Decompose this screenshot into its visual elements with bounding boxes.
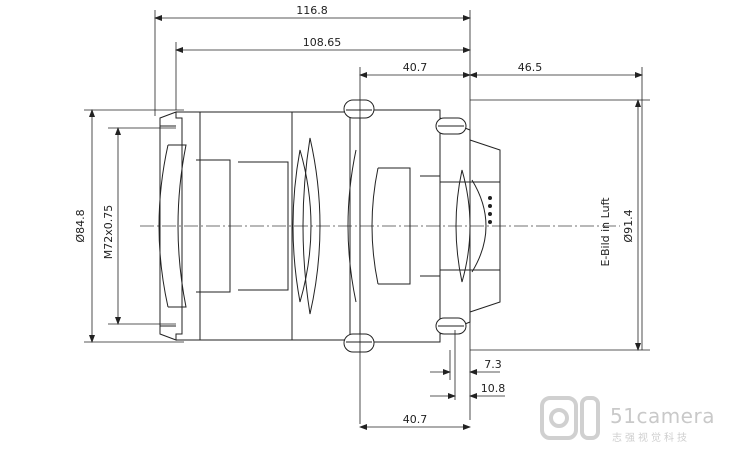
dim-flange-to-rear: 40.7 [403, 61, 428, 74]
dim-diameter-rear: Ø91.4 [622, 209, 635, 242]
dim-thread: M72x0.75 [102, 205, 115, 260]
watermark-logo: 51camera 志强视觉科技 [540, 396, 715, 444]
dim-overall-length: 116.8 [296, 4, 328, 17]
dim-bottom-flange: 40.7 [403, 413, 428, 426]
label-image-plane: E-Bild in Luft [599, 197, 612, 267]
watermark-tagline: 志强视觉科技 [612, 431, 690, 444]
dim-diameter-front: Ø84.8 [74, 209, 87, 242]
dim-rear-offset-a: 7.3 [484, 358, 502, 371]
dim-rear-to-image: 46.5 [518, 61, 543, 74]
contact-pins [488, 196, 492, 224]
barrel-knobs [343, 99, 467, 353]
dimension-labels: 116.8 108.65 40.7 46.5 7.3 10.8 40.7 Ø84… [74, 4, 635, 426]
watermark-brand: 51camera [610, 404, 715, 428]
lens-body [159, 103, 501, 349]
dim-body-length: 108.65 [303, 36, 342, 49]
dimension-lines [84, 10, 650, 430]
lens-elements [158, 137, 487, 315]
dim-rear-offset-b: 10.8 [481, 382, 506, 395]
